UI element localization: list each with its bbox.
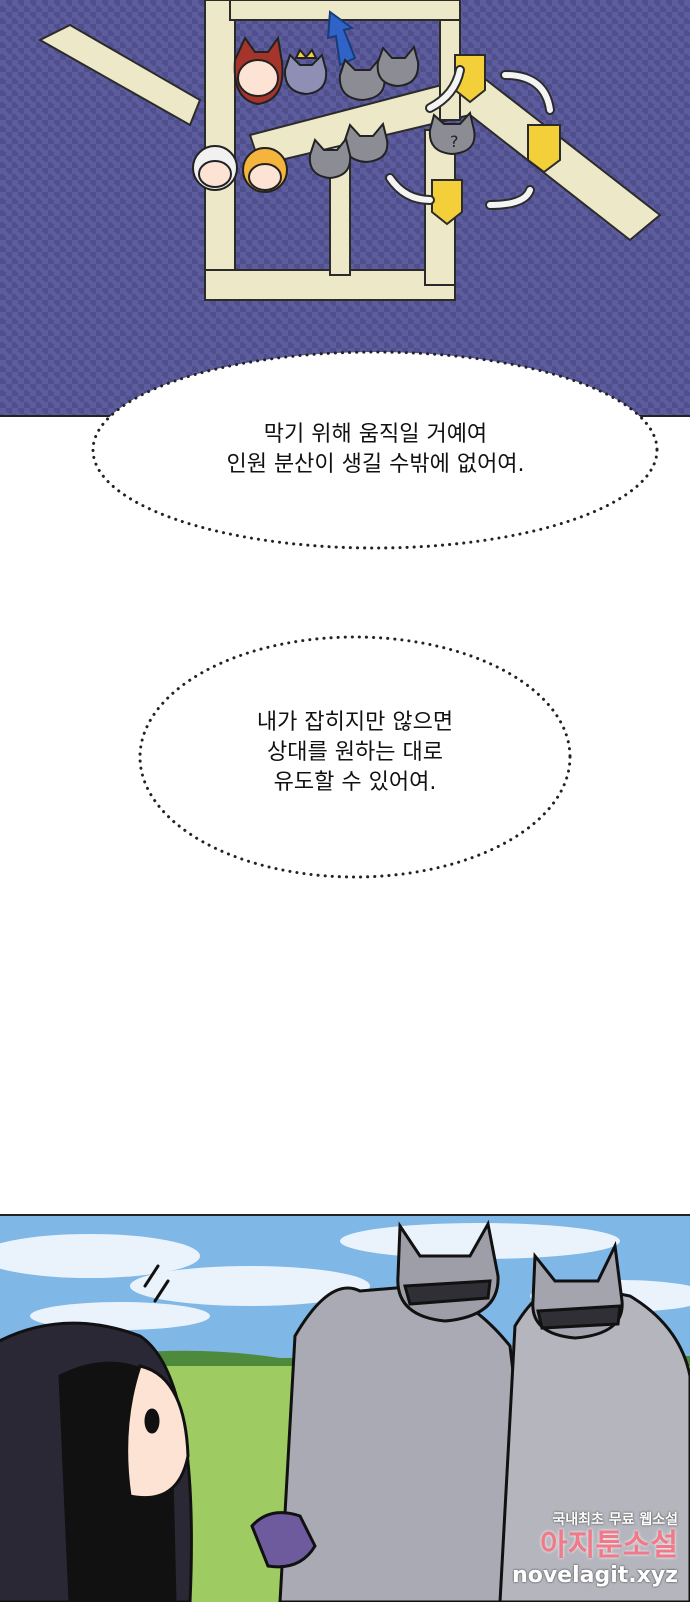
watermark-url: novelagit.xyz	[512, 1563, 678, 1588]
blonde-character-icon	[242, 147, 288, 193]
cloaked-figure-right	[498, 1240, 690, 1602]
bubble-1-text: 막기 위해 움직일 거예여 인원 분산이 생길 수밖에 없어여.	[226, 422, 525, 477]
speech-bubble-1: 막기 위해 움직일 거예여 인원 분산이 생길 수밖에 없어여.	[88, 348, 663, 553]
watermark-tagline: 국내최초 무료 웹소설	[552, 1512, 678, 1528]
red-hair-character-icon	[233, 35, 284, 106]
bubble-2-text: 내가 잡히지만 않으면 상대를 원하는 대로 유도할 수 있어여.	[256, 710, 454, 795]
cloaked-figure-left	[250, 1219, 542, 1602]
bubble-outline	[91, 350, 659, 550]
map-panel: ?	[0, 0, 690, 417]
question-mark: ?	[450, 132, 459, 151]
watermark: 국내최초 무료 웹소설 아지툰소설 novelagit.xyz	[512, 1509, 678, 1588]
map-illustration: ?	[0, 0, 690, 415]
blue-arrow-icon	[326, 10, 357, 67]
surprise-mark-icon	[143, 1264, 170, 1303]
watermark-brand: 아지툰소설	[540, 1528, 678, 1563]
gray-masked-figure-icons	[308, 44, 476, 180]
speech-bubble-2: 내가 잡히지만 않으면 상대를 원하는 대로 유도할 수 있어여.	[135, 632, 575, 882]
hooded-girl-character	[0, 1321, 193, 1602]
field-scene-panel: 국내최초 무료 웹소설 아지툰소설 novelagit.xyz	[0, 1214, 690, 1602]
cat-mascot-icon	[283, 48, 328, 96]
white-hair-character-icon	[192, 145, 238, 191]
field-illustration	[0, 1216, 690, 1602]
bubble-outline	[138, 635, 572, 879]
